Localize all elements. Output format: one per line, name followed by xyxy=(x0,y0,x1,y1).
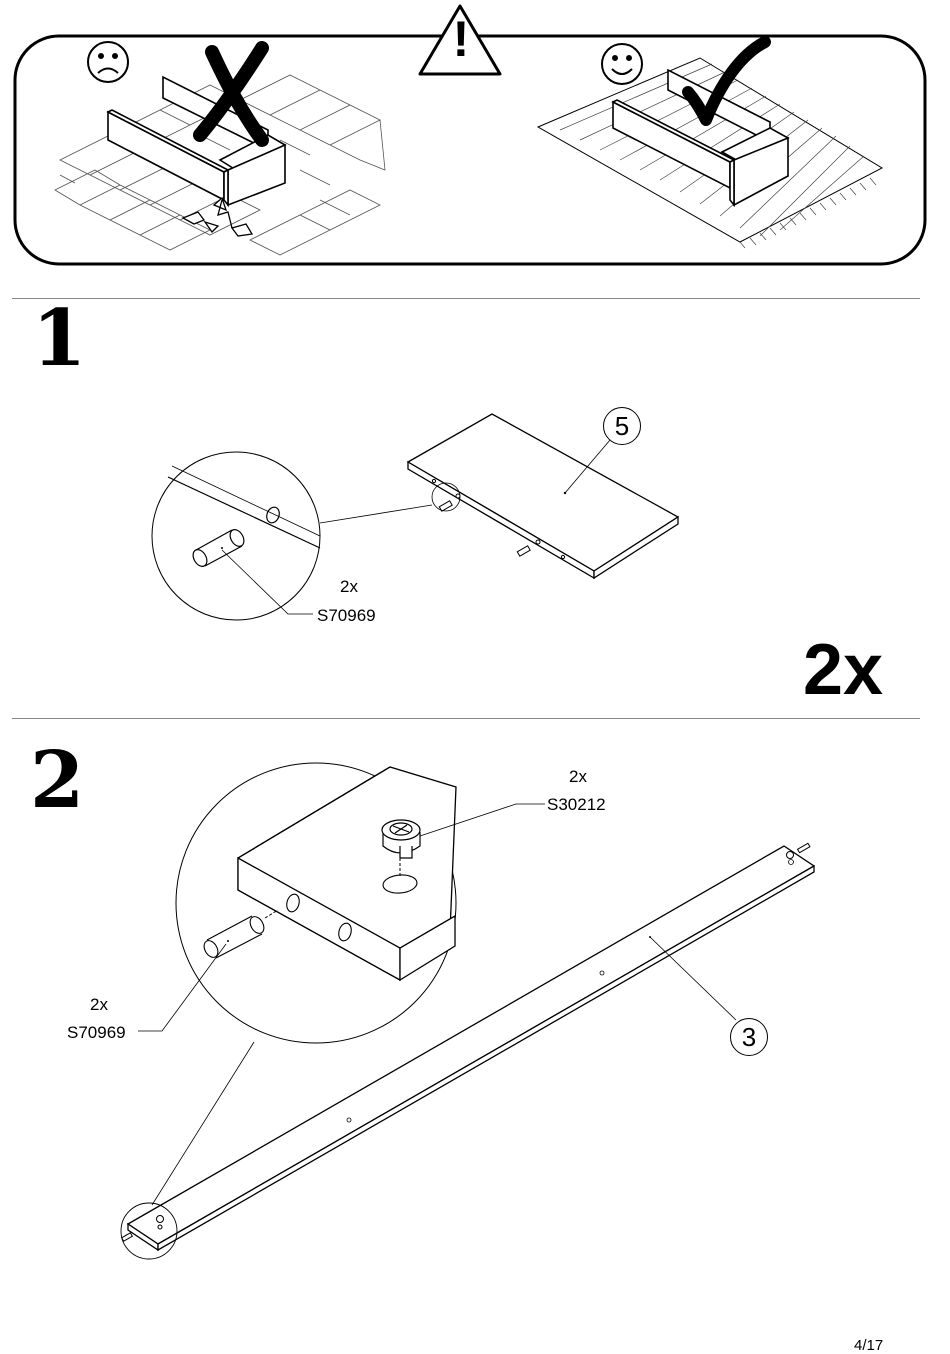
part-3-callout: 3 xyxy=(730,1018,768,1056)
step-2-cam-quantity: 2x xyxy=(569,768,587,785)
step-2-dowel-code: S70969 xyxy=(67,1024,126,1041)
step-2-cam-code: S30212 xyxy=(547,796,606,813)
step-2-dowel-quantity: 2x xyxy=(90,996,108,1013)
page-number: 4/17 xyxy=(854,1337,883,1354)
